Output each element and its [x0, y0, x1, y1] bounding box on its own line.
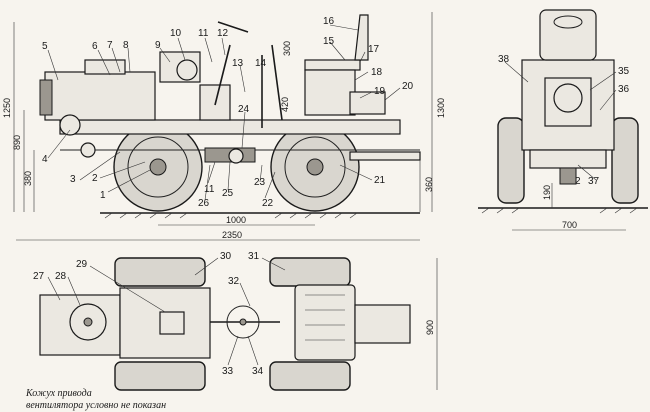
top-view-front-right-wheel [114, 361, 206, 391]
part-36: 36 [618, 84, 630, 95]
part-24: 24 [238, 104, 250, 115]
engine-block [44, 71, 156, 121]
part-29: 29 [76, 259, 88, 270]
part-6: 6 [92, 41, 98, 52]
dim-2350: 2350 [222, 230, 242, 240]
steering-column [214, 44, 231, 106]
part-35: 35 [618, 66, 630, 77]
part-30: 30 [220, 251, 232, 262]
front-view-seat [539, 9, 597, 61]
dim-190: 190 [542, 185, 552, 200]
part-5: 5 [42, 41, 48, 52]
part-4: 4 [42, 154, 48, 165]
dim-1000: 1000 [226, 215, 246, 225]
top-view: 900 27 28 29 30 31 32 33 34 [33, 251, 438, 391]
top-view-rear-left-wheel [269, 257, 351, 287]
dim-890: 890 [12, 135, 22, 150]
top-view-rear-right-wheel [269, 361, 351, 391]
part-11-top: 11 [198, 28, 209, 39]
part-26: 26 [198, 198, 210, 209]
part-14: 14 [255, 58, 267, 69]
dim-360: 360 [424, 177, 434, 192]
rear-linkage [349, 91, 386, 115]
part-2: 2 [92, 173, 98, 184]
part-11-bottom: 11 [204, 184, 215, 195]
part-17: 17 [368, 44, 380, 55]
part-2-front: 2 [575, 176, 581, 187]
part-9: 9 [155, 40, 161, 51]
dim-1250: 1250 [2, 98, 12, 118]
front-view-fan [553, 83, 583, 113]
dim-900: 900 [425, 320, 435, 335]
seat-cushion [304, 59, 361, 71]
front-view-right-wheel [611, 117, 639, 204]
part-1: 1 [100, 190, 106, 201]
part-31: 31 [248, 251, 260, 262]
seat-back [354, 14, 369, 61]
part-13: 13 [232, 58, 244, 69]
top-view-hitch [354, 304, 411, 344]
main-frame [59, 119, 401, 135]
dim-300: 300 [282, 41, 292, 56]
part-10: 10 [170, 28, 182, 39]
part-3: 3 [70, 174, 76, 185]
part-23: 23 [254, 177, 266, 188]
part-33: 33 [222, 366, 234, 377]
part-7: 7 [107, 40, 113, 51]
part-16: 16 [323, 16, 335, 27]
dim-1300: 1300 [436, 98, 446, 118]
radiator [39, 79, 53, 116]
top-view-steering-wheel [226, 305, 260, 339]
top-view-seat [294, 284, 356, 361]
front-view-left-wheel [497, 117, 525, 204]
part-19: 19 [374, 86, 386, 97]
top-view-front-left-wheel [114, 257, 206, 287]
dim-700: 700 [562, 220, 577, 230]
part-34: 34 [252, 366, 264, 377]
part-18: 18 [371, 67, 383, 78]
caption-line-2: вентилятора условно не показан [26, 400, 166, 411]
part-38: 38 [498, 54, 510, 65]
part-12: 12 [217, 28, 229, 39]
control-lever-2 [271, 44, 283, 121]
front-view: 700 190 38 35 36 37 2 [478, 9, 648, 231]
seat-support [304, 69, 356, 116]
part-15: 15 [323, 36, 335, 47]
part-20: 20 [402, 81, 414, 92]
steering-wheel [217, 21, 249, 33]
rear-hitch-bar [349, 151, 421, 161]
dim-380: 380 [23, 171, 33, 186]
part-8: 8 [123, 40, 129, 51]
part-25: 25 [222, 188, 234, 199]
part-32: 32 [228, 276, 240, 287]
part-21: 21 [374, 175, 386, 186]
part-28: 28 [55, 271, 67, 282]
caption-line-1: Кожух привода [25, 388, 92, 399]
part-22: 22 [262, 198, 274, 209]
part-27: 27 [33, 271, 45, 282]
dim-420: 420 [280, 97, 290, 112]
side-view: 1250 890 380 1300 360 300 420 1000 2350 [2, 12, 446, 241]
part-37: 37 [588, 176, 600, 187]
